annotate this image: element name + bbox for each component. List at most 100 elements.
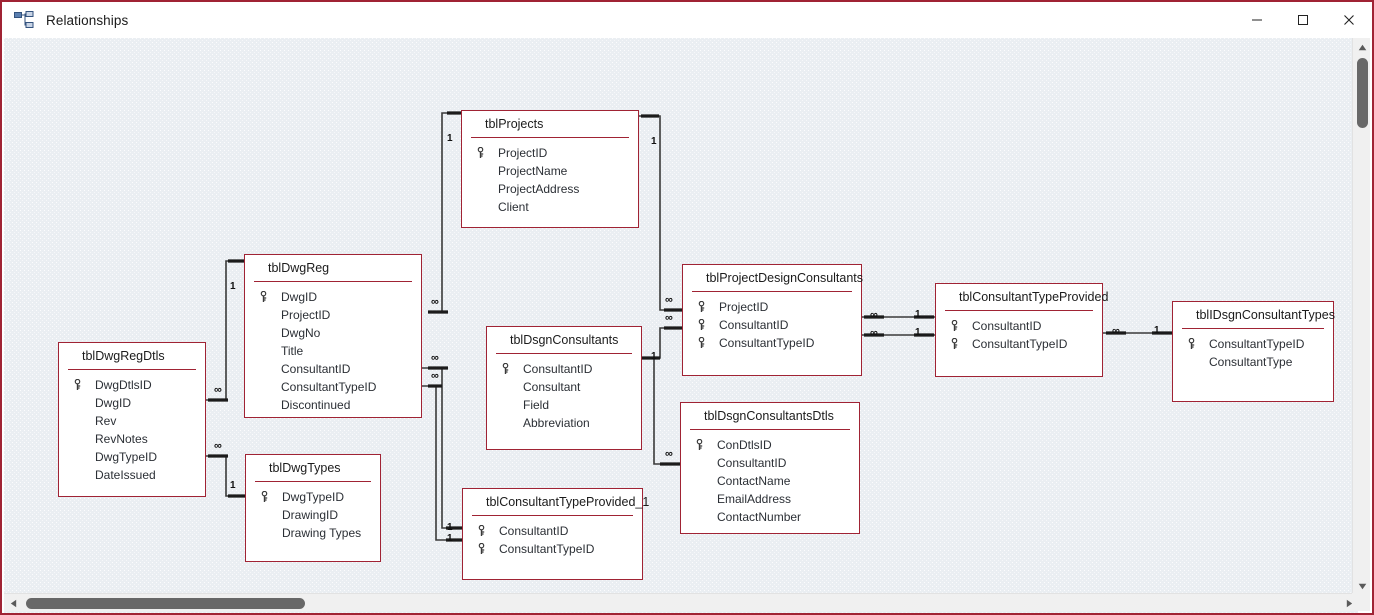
field-row[interactable]: ContactName bbox=[681, 472, 859, 490]
vertical-scrollbar[interactable] bbox=[1352, 38, 1370, 595]
field-name: Drawing Types bbox=[282, 526, 362, 540]
field-name: ContactNumber bbox=[717, 510, 802, 524]
field-name: ProjectID bbox=[281, 308, 331, 322]
scroll-up-icon[interactable] bbox=[1353, 38, 1371, 56]
entity-table-title: tblProjectDesignConsultants bbox=[692, 265, 863, 292]
field-name: DwgNo bbox=[281, 326, 321, 340]
field-row[interactable]: DwgID bbox=[59, 394, 205, 412]
minimize-button[interactable] bbox=[1234, 2, 1280, 38]
field-list: ProjectID ConsultantID ConsultantTypeID bbox=[683, 292, 861, 352]
field-row[interactable]: EmailAddress bbox=[681, 490, 859, 508]
field-row[interactable]: ConsultantID bbox=[681, 454, 859, 472]
cardinality-many: ∞ bbox=[431, 296, 439, 308]
cardinality-many: ∞ bbox=[1112, 325, 1120, 337]
cardinality-one: 1 bbox=[915, 309, 921, 320]
field-name: ConsultantTypeID bbox=[1209, 337, 1305, 351]
field-name: ConsultantID bbox=[281, 362, 351, 376]
field-row[interactable]: Title bbox=[245, 342, 421, 360]
field-row[interactable]: ProjectAddress bbox=[462, 180, 638, 198]
horizontal-scrollbar-thumb[interactable] bbox=[26, 598, 305, 609]
field-row[interactable]: ProjectID bbox=[683, 298, 861, 316]
scrollbar-corner bbox=[1352, 593, 1370, 611]
field-row[interactable]: DwgID bbox=[245, 288, 421, 306]
field-row[interactable]: ContactNumber bbox=[681, 508, 859, 526]
relationship-connectors bbox=[4, 38, 1344, 595]
relationships-icon bbox=[14, 11, 34, 29]
field-row[interactable]: ConsultantType bbox=[1173, 353, 1333, 371]
window-controls bbox=[1234, 2, 1372, 38]
cardinality-many: ∞ bbox=[870, 327, 878, 339]
field-row[interactable]: ProjectName bbox=[462, 162, 638, 180]
field-row[interactable]: ConsultantTypeID bbox=[683, 334, 861, 352]
scroll-right-icon[interactable] bbox=[1340, 594, 1358, 612]
close-button[interactable] bbox=[1326, 2, 1372, 38]
field-row[interactable]: DwgTypeID bbox=[59, 448, 205, 466]
cardinality-one: 1 bbox=[230, 281, 236, 292]
field-row[interactable]: DwgNo bbox=[245, 324, 421, 342]
field-row[interactable]: ProjectID bbox=[462, 144, 638, 162]
field-row[interactable]: ConsultantID bbox=[487, 360, 641, 378]
field-row[interactable]: DwgTypeID bbox=[246, 488, 380, 506]
field-row[interactable]: ConsultantID bbox=[936, 317, 1102, 335]
maximize-button[interactable] bbox=[1280, 2, 1326, 38]
field-name: EmailAddress bbox=[717, 492, 792, 506]
cardinality-many: ∞ bbox=[665, 294, 673, 306]
primary-key-icon bbox=[697, 337, 719, 349]
field-row[interactable]: Client bbox=[462, 198, 638, 216]
field-row[interactable]: DateIssued bbox=[59, 466, 205, 484]
field-name: Client bbox=[498, 200, 529, 214]
cardinality-one: 1 bbox=[651, 351, 657, 362]
field-row[interactable]: ConsultantTypeID bbox=[936, 335, 1102, 353]
field-name: RevNotes bbox=[95, 432, 148, 446]
horizontal-scrollbar[interactable] bbox=[4, 593, 1358, 611]
field-row[interactable]: Rev bbox=[59, 412, 205, 430]
field-row[interactable]: DrawingID bbox=[246, 506, 380, 524]
primary-key-icon bbox=[260, 491, 282, 503]
window-title: Relationships bbox=[46, 12, 129, 28]
field-row[interactable]: Drawing Types bbox=[246, 524, 380, 542]
field-row[interactable]: Abbreviation bbox=[487, 414, 641, 432]
primary-key-icon bbox=[501, 363, 523, 375]
field-name: ProjectName bbox=[498, 164, 568, 178]
scroll-down-icon[interactable] bbox=[1353, 577, 1371, 595]
primary-key-icon bbox=[259, 291, 281, 303]
scroll-left-icon[interactable] bbox=[4, 594, 22, 612]
field-row[interactable]: ConsultantID bbox=[683, 316, 861, 334]
field-row[interactable]: ConsultantTypeID bbox=[463, 540, 642, 558]
field-row[interactable]: ConsultantID bbox=[245, 360, 421, 378]
vertical-scrollbar-thumb[interactable] bbox=[1357, 58, 1368, 128]
field-row[interactable]: Consultant bbox=[487, 378, 641, 396]
entity-table-title: tblDsgnConsultantsDtls bbox=[690, 403, 850, 430]
field-row[interactable]: ConsultantTypeID bbox=[245, 378, 421, 396]
field-name: ContactName bbox=[717, 474, 791, 488]
field-row[interactable]: ConsultantID bbox=[463, 522, 642, 540]
entity-table-title: tblDwgTypes bbox=[255, 455, 371, 482]
field-row[interactable]: Discontinued bbox=[245, 396, 421, 414]
field-name: ConsultantID bbox=[719, 318, 789, 332]
field-row[interactable]: ConDtlsID bbox=[681, 436, 859, 454]
primary-key-icon bbox=[695, 439, 717, 451]
field-row[interactable]: ProjectID bbox=[245, 306, 421, 324]
field-name: DwgID bbox=[281, 290, 318, 304]
field-row[interactable]: ConsultantTypeID bbox=[1173, 335, 1333, 353]
field-row[interactable]: RevNotes bbox=[59, 430, 205, 448]
field-row[interactable]: Field bbox=[487, 396, 641, 414]
field-row[interactable]: DwgDtlsID bbox=[59, 376, 205, 394]
entity-table-title: tblConsultantTypeProvided_1 bbox=[472, 489, 649, 516]
field-name: Consultant bbox=[523, 380, 581, 394]
